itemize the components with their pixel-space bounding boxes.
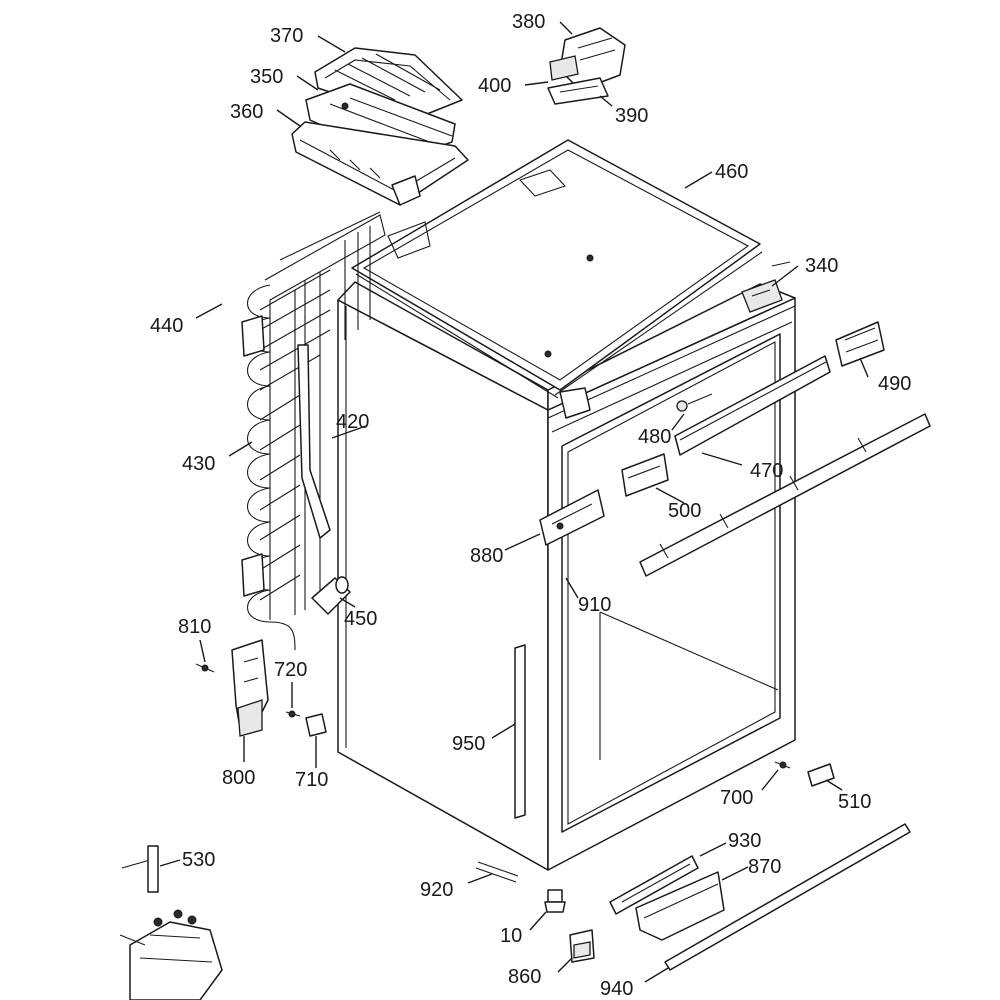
bottom-parts — [119, 761, 911, 1000]
callout-480: 480 — [638, 426, 671, 448]
callout-440: 440 — [150, 315, 183, 337]
switch-assembly-parts — [547, 27, 626, 105]
callout-450: 450 — [344, 608, 377, 630]
callout-870: 870 — [748, 856, 781, 878]
callout-460: 460 — [715, 161, 748, 183]
callout-860: 860 — [508, 966, 541, 988]
callout-920: 920 — [420, 879, 453, 901]
callout-labels: 370 350 360 380 400 390 460 340 440 490 … — [150, 11, 911, 1000]
callout-880: 880 — [470, 545, 503, 567]
callout-390: 390 — [615, 105, 648, 127]
condenser-430 — [241, 211, 386, 651]
callout-10: 10 — [500, 925, 522, 947]
callout-380: 380 — [512, 11, 545, 33]
callout-720: 720 — [274, 659, 307, 681]
callout-710: 710 — [295, 769, 328, 791]
callout-470: 470 — [750, 460, 783, 482]
callout-420: 420 — [336, 411, 369, 433]
handle-950 — [514, 644, 526, 819]
callout-400: 400 — [478, 75, 511, 97]
callout-500: 500 — [668, 500, 701, 522]
callout-530: 530 — [182, 849, 215, 871]
callout-510: 510 — [838, 791, 871, 813]
callout-360: 360 — [230, 101, 263, 123]
callout-950: 950 — [452, 733, 485, 755]
callout-910: 910 — [578, 594, 611, 616]
callout-370: 370 — [270, 25, 303, 47]
callout-350: 350 — [250, 66, 283, 88]
callout-490: 490 — [878, 373, 911, 395]
hinge-parts — [195, 639, 327, 737]
drain-tube-420 — [297, 344, 331, 539]
control-housing-parts — [291, 47, 469, 206]
callout-430: 430 — [182, 453, 215, 475]
callout-930: 930 — [728, 830, 761, 852]
callout-940: 940 — [600, 978, 633, 1000]
front-rail-parts — [539, 321, 931, 577]
callout-800: 800 — [222, 767, 255, 789]
leader-lines — [159, 21, 869, 983]
callout-810: 810 — [178, 616, 211, 638]
top-cover-460 — [351, 139, 791, 419]
cabinet-body — [337, 281, 796, 871]
part-450 — [311, 576, 351, 615]
callout-340: 340 — [805, 255, 838, 277]
callout-700: 700 — [720, 787, 753, 809]
